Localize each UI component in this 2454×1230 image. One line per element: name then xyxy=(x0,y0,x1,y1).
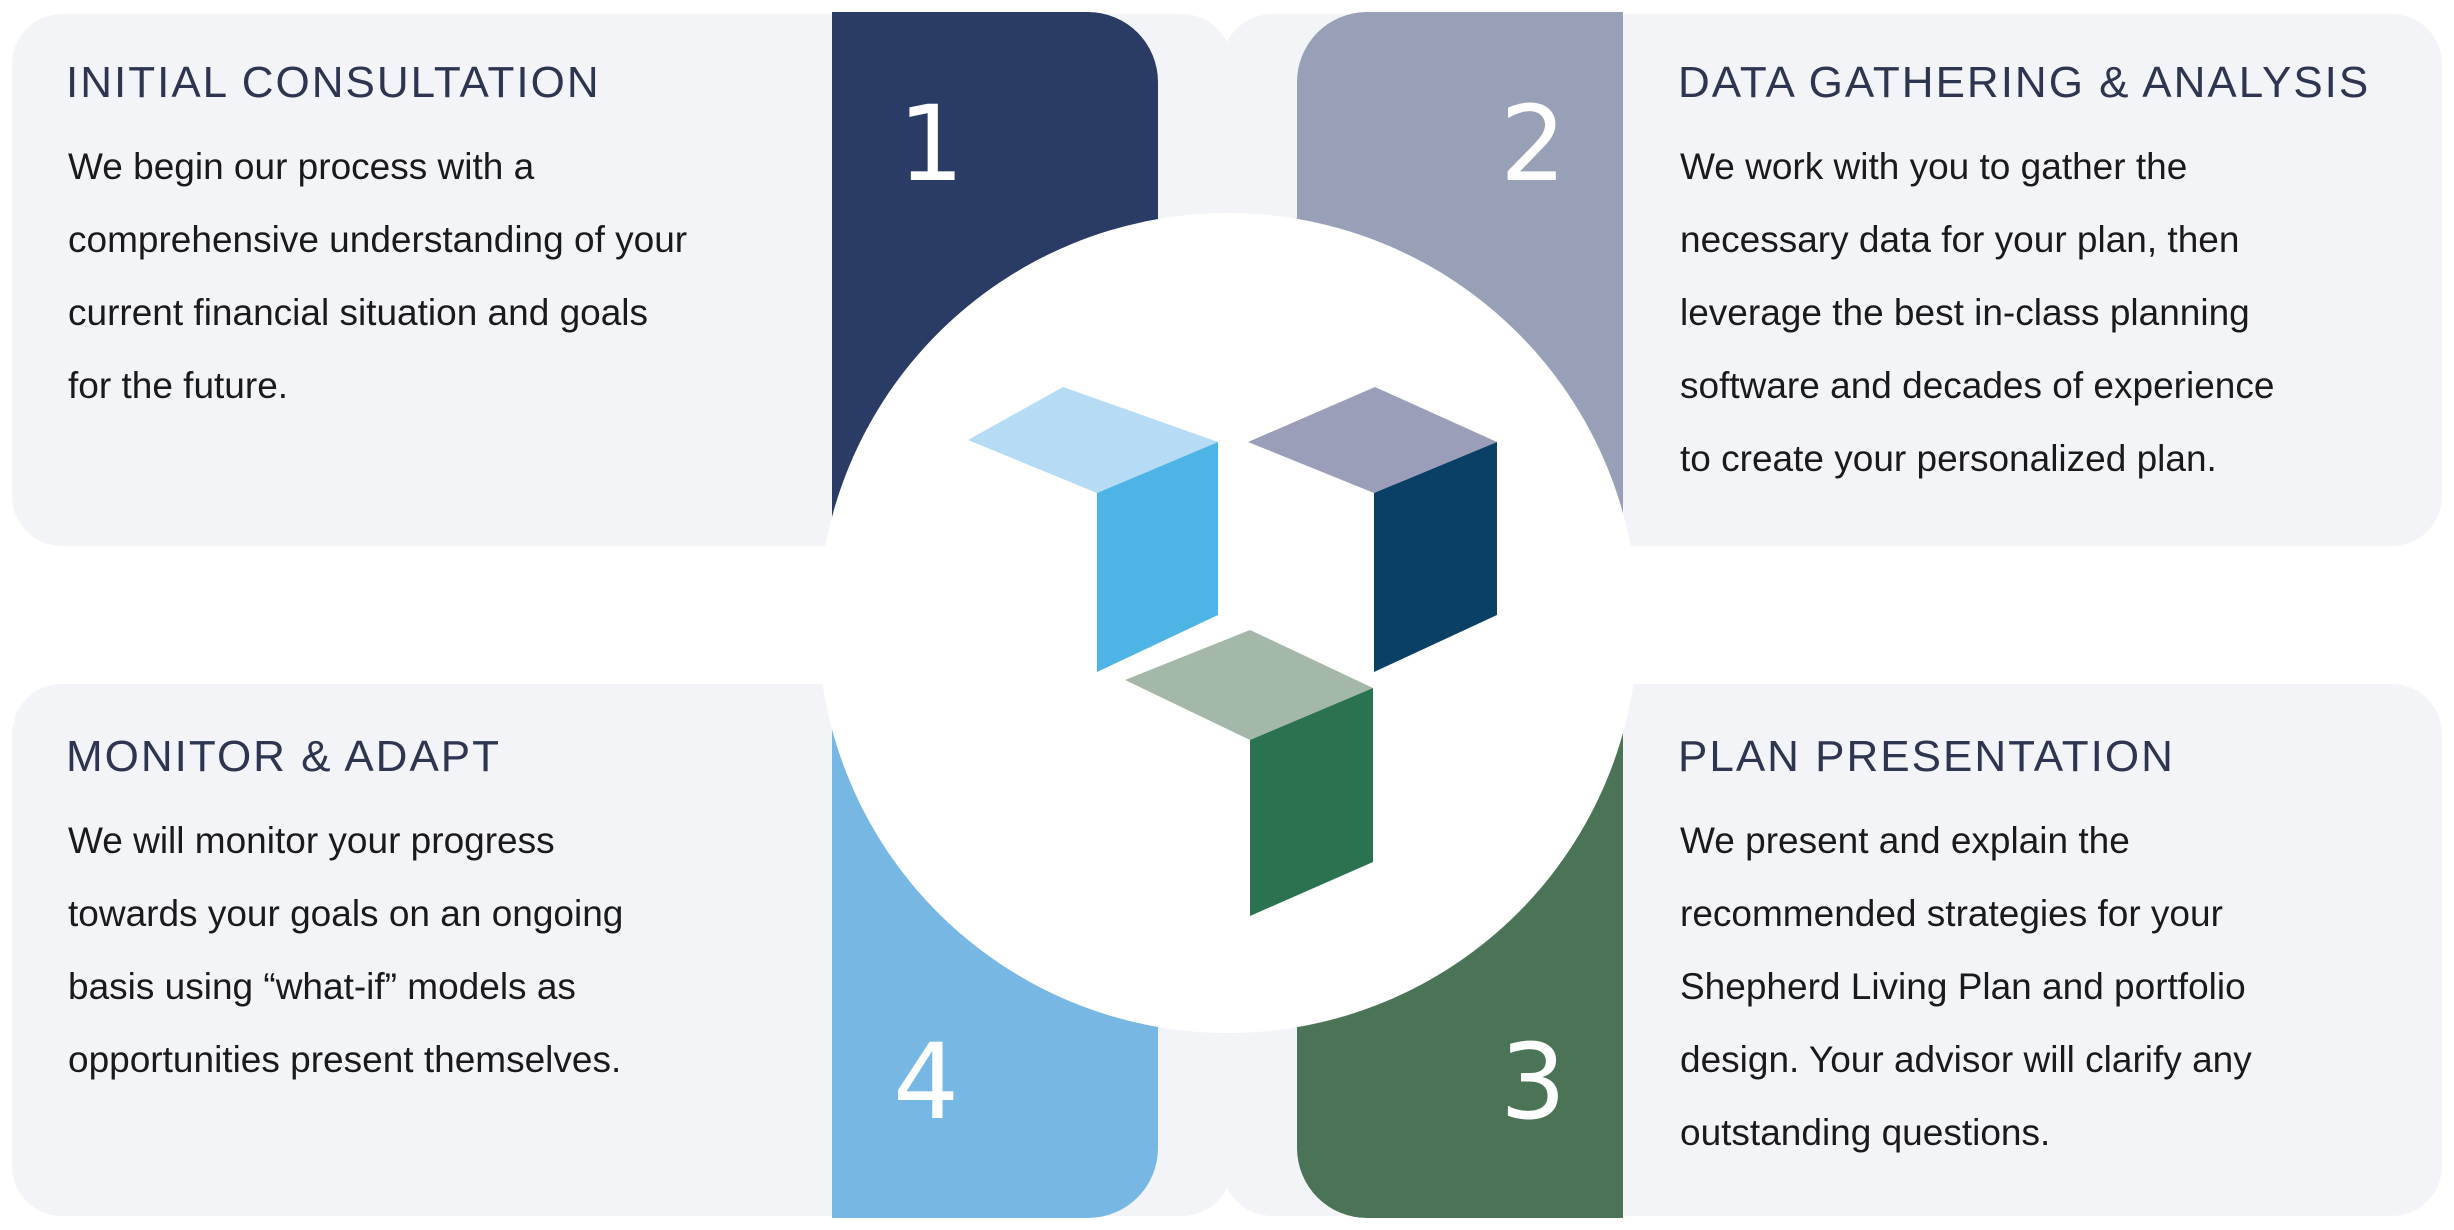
step-4-title: MONITOR & ADAPT xyxy=(66,732,502,781)
step-4-line: opportunities present themselves. xyxy=(68,1039,622,1080)
step-4-line: basis using “what-if” models as xyxy=(68,966,576,1007)
light-cube-top xyxy=(968,387,1218,493)
green-cube-side xyxy=(1250,688,1373,916)
step-1-description: We begin our process with a comprehensiv… xyxy=(68,130,828,422)
step-2-description: We work with you to gather the necessary… xyxy=(1680,130,2440,495)
step-1-line: for the future. xyxy=(68,365,289,406)
step-2-line: leverage the best in-class planning xyxy=(1680,292,2250,333)
step-3-title: PLAN PRESENTATION xyxy=(1678,732,2175,781)
step-2-title: DATA GATHERING & ANALYSIS xyxy=(1678,58,2371,107)
step-4-line: We will monitor your progress xyxy=(68,820,555,861)
step-4-description: We will monitor your progress towards yo… xyxy=(68,804,828,1096)
step-3-line: Shepherd Living Plan and portfolio xyxy=(1680,966,2246,1007)
center-circle xyxy=(818,213,1638,1033)
step-1-number: 1 xyxy=(898,83,965,205)
step-2-line: We work with you to gather the xyxy=(1680,146,2188,187)
step-2-line: software and decades of experience xyxy=(1680,365,2275,406)
step-3-line: We present and explain the xyxy=(1680,820,2130,861)
step-2-number: 2 xyxy=(1500,83,1567,205)
navy-cube-top xyxy=(1248,387,1497,493)
step-2-line: to create your personalized plan. xyxy=(1680,438,2217,479)
step-3-number: 3 xyxy=(1500,1021,1567,1143)
step-1-line: We begin our process with a xyxy=(68,146,535,187)
step-4-line: towards your goals on an ongoing xyxy=(68,893,624,934)
step-3-description: We present and explain the recommended s… xyxy=(1680,804,2440,1169)
step-3-line: outstanding questions. xyxy=(1680,1112,2051,1153)
light-cube-side xyxy=(1097,442,1218,672)
green-cube-top xyxy=(1125,630,1373,740)
step-4-number: 4 xyxy=(893,1021,960,1143)
step-3-line: design. Your advisor will clarify any xyxy=(1680,1039,2252,1080)
step-1-line: current financial situation and goals xyxy=(68,292,649,333)
step-1-title: INITIAL CONSULTATION xyxy=(66,58,601,107)
step-2-line: necessary data for your plan, then xyxy=(1680,219,2240,260)
step-1-line: comprehensive understanding of your xyxy=(68,219,688,260)
navy-cube-side xyxy=(1374,442,1497,672)
step-3-line: recommended strategies for your xyxy=(1680,893,2223,934)
three-cubes-logo-icon xyxy=(968,387,1497,916)
